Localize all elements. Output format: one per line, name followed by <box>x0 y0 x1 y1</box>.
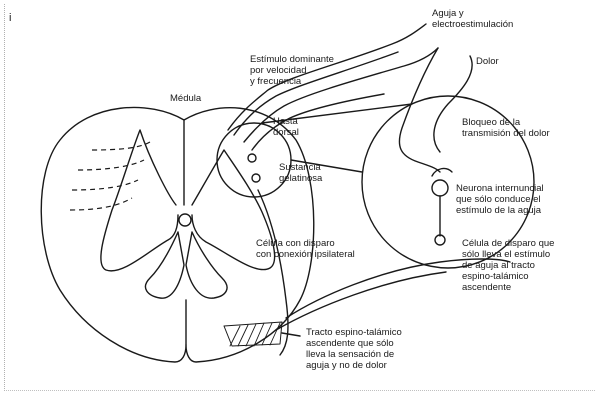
hatch-lines <box>230 323 280 346</box>
dorsal-neuron-2 <box>252 174 260 182</box>
blocking-synapse <box>432 169 452 176</box>
label-dolor: Dolor <box>476 56 499 67</box>
ascending-tract-2 <box>276 272 446 330</box>
label-hasta-dorsal: Hasta dorsal <box>273 116 299 138</box>
spinothalamic-hatch-area <box>224 322 282 346</box>
internuncial-neuron <box>432 180 448 196</box>
dashed-line-2 <box>78 160 144 170</box>
dorsal-neuron-1 <box>248 154 256 162</box>
label-bloqueo: Bloqueo de la transmisión del dolor <box>462 117 550 139</box>
label-tracto: Tracto espino-talámico ascendente que só… <box>306 327 402 371</box>
dashed-line-4 <box>70 198 132 210</box>
tract-pointer <box>282 333 300 336</box>
dashed-line-3 <box>72 180 138 190</box>
magnified-fiber-1 <box>399 48 440 172</box>
dashed-line-1 <box>92 142 150 150</box>
central-canal <box>179 214 191 226</box>
label-celula-ipsilateral: Célula con disparo con conexión ipsilate… <box>256 238 355 260</box>
label-neurona: Neurona internuncial que sólo conduce el… <box>456 183 544 216</box>
gray-matter-left <box>101 130 178 271</box>
label-aguja: Aguja y electroestimulación <box>432 8 513 30</box>
label-medula: Médula <box>170 93 201 104</box>
label-sustancia-gelatinosa: Sustancia gelatinosa <box>279 162 322 184</box>
label-celula-disparo: Célula de disparo que sólo lleva el estí… <box>462 238 554 293</box>
label-estimulo: Estímulo dominante por velocidad y frecu… <box>250 54 334 87</box>
figure-marker: i <box>9 12 11 24</box>
